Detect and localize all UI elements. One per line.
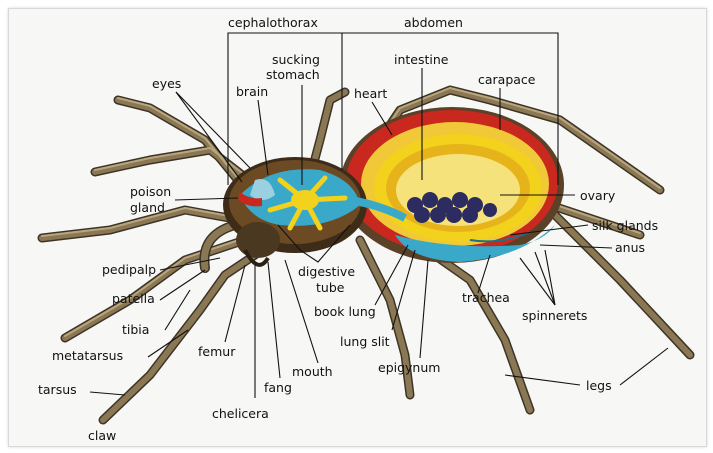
label-fang: fang — [264, 380, 292, 395]
label-brain: brain — [236, 84, 268, 99]
label-poison: poison — [130, 184, 171, 199]
spider-abdomen — [340, 107, 564, 263]
label-claw: claw — [88, 428, 116, 443]
label-abdomen: abdomen — [404, 15, 463, 30]
label-femur: femur — [198, 344, 236, 359]
label-pedipalp: pedipalp — [102, 262, 156, 277]
label-epigynum: epigynum — [378, 360, 440, 375]
label-cephalothorax: cephalothorax — [228, 15, 318, 30]
label-legs: legs — [586, 378, 612, 393]
label-metatarsus: metatarsus — [52, 348, 123, 363]
label-eyes: eyes — [152, 76, 181, 91]
label-gland: gland — [130, 200, 165, 215]
label-stomach: stomach — [266, 67, 320, 82]
label-intestine: intestine — [394, 52, 449, 67]
label-tube: tube — [316, 280, 345, 295]
label-spinnerets: spinnerets — [522, 308, 587, 323]
label-sucking: sucking — [272, 52, 320, 67]
label-mouth: mouth — [292, 364, 333, 379]
label-ovary: ovary — [580, 188, 616, 203]
label-chelicera: chelicera — [212, 406, 269, 421]
label-silk-glands: silk glands — [592, 218, 658, 233]
label-tibia: tibia — [122, 322, 149, 337]
label-book-lung: book lung — [314, 304, 376, 319]
label-patella: patella — [112, 291, 155, 306]
label-heart: heart — [354, 86, 387, 101]
label-tarsus: tarsus — [38, 382, 77, 397]
label-carapace: carapace — [478, 72, 536, 87]
label-digestive: digestive — [298, 264, 355, 279]
label-trachea: trachea — [462, 290, 510, 305]
label-lung-slit: lung slit — [340, 334, 390, 349]
label-anus: anus — [615, 240, 645, 255]
